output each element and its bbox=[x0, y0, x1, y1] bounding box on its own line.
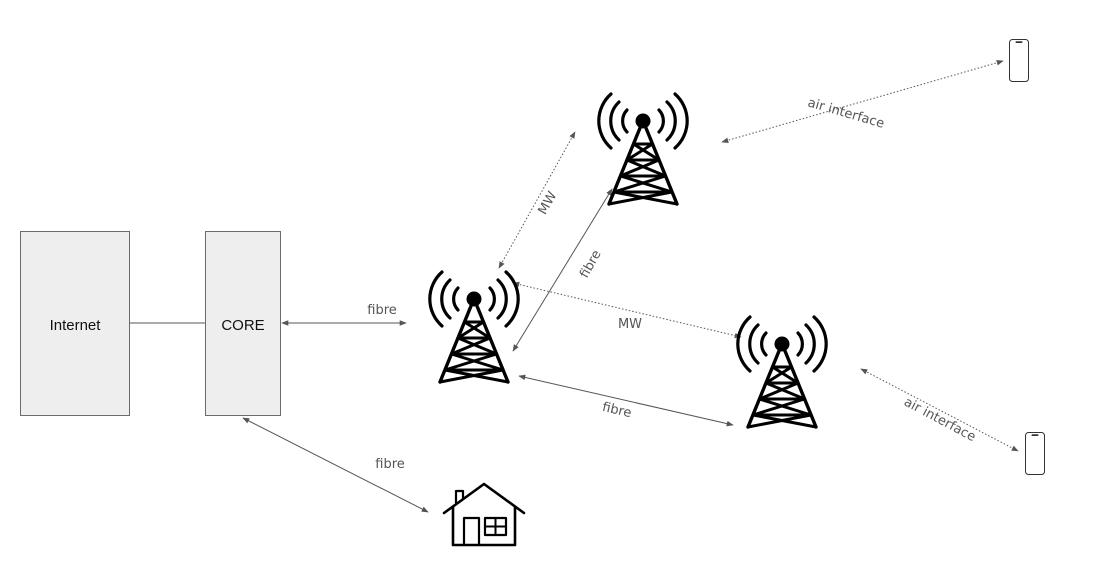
core-box bbox=[205, 231, 281, 416]
house-icon bbox=[442, 482, 526, 547]
right-tower-phone-air-label: air interface bbox=[901, 395, 978, 445]
top-tower-phone-air-link bbox=[721, 60, 1004, 143]
core-house-fibre-link bbox=[242, 417, 429, 513]
internet-node: Internet bbox=[20, 231, 130, 416]
right-tower-phone-air-link bbox=[860, 368, 1019, 452]
internet-box bbox=[20, 231, 130, 416]
left-right-mw-label: MW bbox=[618, 317, 642, 332]
left-top-fibre-label: fibre bbox=[577, 248, 604, 281]
core-node: CORE bbox=[205, 231, 281, 416]
left-right-fibre-label: fibre bbox=[601, 400, 633, 421]
core-house-fibre-label: fibre bbox=[375, 457, 405, 472]
cell-tower-icon bbox=[597, 92, 689, 206]
core-label: CORE bbox=[221, 317, 264, 334]
top-tower-phone-air-label: air interface bbox=[806, 96, 886, 132]
left-top-fibre-link bbox=[512, 188, 613, 352]
left-right-mw-link bbox=[512, 281, 742, 339]
smartphone-icon bbox=[1009, 39, 1029, 82]
cell-tower-icon bbox=[736, 315, 828, 429]
left-top-mw-label: MW bbox=[536, 189, 561, 217]
cell-tower-icon bbox=[428, 270, 520, 384]
left-top-mw-link bbox=[498, 131, 576, 269]
left-right-fibre-link bbox=[518, 374, 734, 427]
internet-label: Internet bbox=[50, 317, 102, 334]
core-tower-fibre-label: fibre bbox=[367, 303, 397, 318]
smartphone-icon bbox=[1025, 432, 1045, 475]
